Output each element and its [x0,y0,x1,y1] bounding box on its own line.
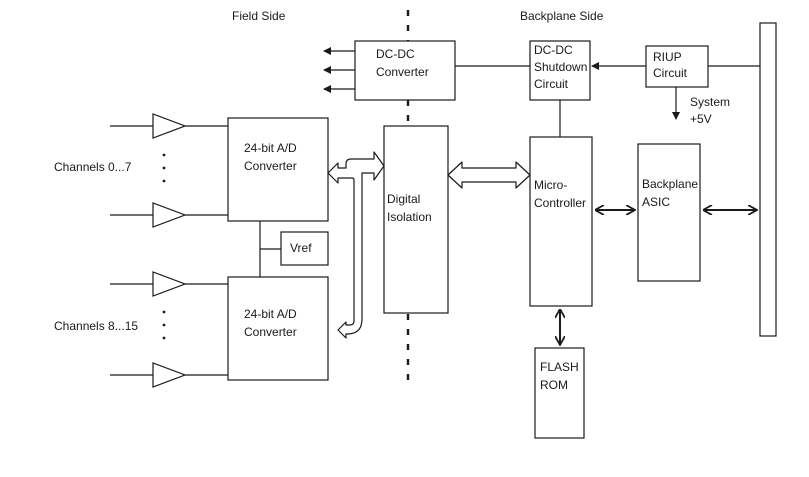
backplane-bus [759,22,777,337]
channels-8-15-label: Channels 8...15 [54,319,138,333]
flash-rom-label-1: FLASH [540,360,579,374]
vref-block: Vref [280,231,329,266]
ch0-ellipsis-dot-1 [162,153,166,157]
isolation-micro-bus [447,161,531,189]
backplane-asic-label-1: Backplane [642,177,698,191]
ch8-ellipsis-dot-1 [162,310,166,314]
ch8-ellipsis-dot-3 [162,336,166,340]
digital-isolation-label-2: Isolation [387,210,432,224]
ch8-ellipsis-dot-2 [162,323,166,327]
adc-top-block: 24-bit A/D Converter [227,117,329,222]
channels-0-7-label: Channels 0...7 [54,160,132,174]
dcdc-shutdown-label-1: DC-DC [534,43,573,57]
microcontroller-block: Micro- Controller [529,136,593,307]
adc-top-label-2: Converter [244,159,297,173]
field-side-label: Field Side [232,9,286,23]
ch0-buffer-top [152,113,187,139]
ch0-buffer-bottom [152,202,187,228]
adc-bottom-label-1: 24-bit A/D [244,307,297,321]
adc-bottom-block: 24-bit A/D Converter [227,276,329,381]
microcontroller-label-2: Controller [534,196,586,210]
backplane-asic-label-2: ASIC [642,195,670,209]
dcdc-shutdown-label-2: Shutdown [534,60,587,74]
backplane-asic-block: Backplane ASIC [637,143,701,282]
riup-circuit-block: RIUP Circuit [645,45,709,88]
backplane-side-label: Backplane Side [520,9,604,23]
dcdc-shutdown-block: DC-DC Shutdown Circuit [529,40,591,101]
system-5v-label-1: System [690,95,730,109]
dcdc-shutdown-label-3: Circuit [534,77,569,91]
digital-isolation-label-1: Digital [387,192,420,206]
riup-label-2: Circuit [653,66,688,80]
ch8-buffer-top [152,271,187,297]
adc-bottom-label-2: Converter [244,325,297,339]
dcdc-converter-label-1: DC-DC [376,47,415,61]
vref-label: Vref [290,241,312,255]
microcontroller-label-1: Micro- [534,178,567,192]
digital-isolation-block: Digital Isolation [383,125,449,314]
ch0-ellipsis-dot-2 [162,166,166,170]
adc-top-label-1: 24-bit A/D [244,141,297,155]
system-5v-label-2: +5V [690,112,712,126]
ch0-ellipsis-dot-3 [162,179,166,183]
dcdc-converter-label-2: Converter [376,65,429,79]
riup-label-1: RIUP [653,50,682,64]
flash-rom-block: FLASH ROM [534,347,585,439]
adc-isolation-bus [327,151,385,339]
flash-rom-label-2: ROM [540,378,568,392]
dcdc-converter-block: DC-DC Converter [354,40,456,101]
ch8-buffer-bottom [152,362,187,388]
